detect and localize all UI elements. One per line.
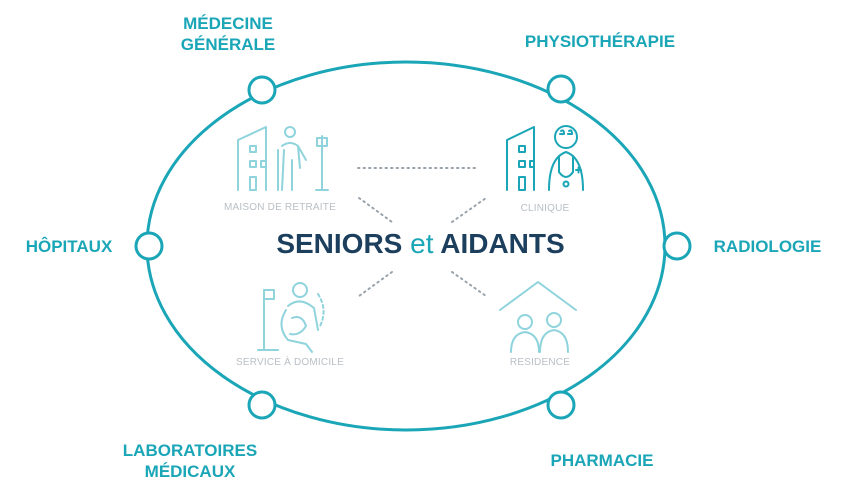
node-pharmacie[interactable]	[546, 390, 576, 420]
dotted-connectors	[357, 167, 487, 297]
ring-nodes	[134, 74, 692, 420]
node-medecine-generale[interactable]	[247, 75, 277, 105]
connector-upper-right	[451, 197, 487, 223]
center-title-seniors: SENIORS	[276, 228, 403, 259]
retirement-home-icon	[237, 126, 329, 191]
connector-upper-left	[358, 197, 393, 223]
label-hopitaux: HÔPITAUX	[25, 237, 113, 256]
node-radiologie[interactable]	[662, 231, 692, 261]
label-medecine-generale-line2: GÉNÉRALE	[180, 35, 276, 54]
node-hopitaux[interactable]	[134, 231, 164, 261]
label-laboratoires-medicaux-line2: MÉDICAUX	[144, 462, 236, 481]
label-medecine-generale: MÉDECINE GÉNÉRALE	[163, 13, 293, 55]
label-physiotherapie: PHYSIOTHÉRAPIE	[524, 32, 676, 51]
label-service-a-domicile: SERVICE À DOMICILE	[236, 357, 344, 368]
connector-lower-left	[358, 271, 393, 297]
label-laboratoires-medicaux-line1: LABORATOIRES	[122, 441, 258, 460]
label-laboratoires-medicaux: LABORATOIRES MÉDICAUX	[105, 440, 275, 482]
residence-icon	[499, 281, 577, 353]
label-maison-de-retraite: MAISON DE RETRAITE	[224, 202, 336, 213]
node-laboratoires-medicaux[interactable]	[247, 390, 277, 420]
center-title-conjunction: et	[410, 228, 434, 259]
node-physiotherapie[interactable]	[546, 74, 576, 104]
clinic-icon	[506, 125, 584, 191]
label-residence: RESIDENCE	[509, 357, 571, 368]
label-clinique: CLINIQUE	[520, 203, 570, 214]
center-title-aidants: AIDANTS	[440, 228, 565, 259]
label-radiologie: RADIOLOGIE	[713, 237, 822, 256]
label-pharmacie: PHARMACIE	[550, 451, 654, 470]
connector-lower-right	[451, 271, 487, 297]
center-title: SENIORS et AIDANTS	[0, 228, 841, 260]
label-medecine-generale-line1: MÉDECINE	[183, 14, 273, 33]
home-care-icon	[257, 282, 325, 353]
